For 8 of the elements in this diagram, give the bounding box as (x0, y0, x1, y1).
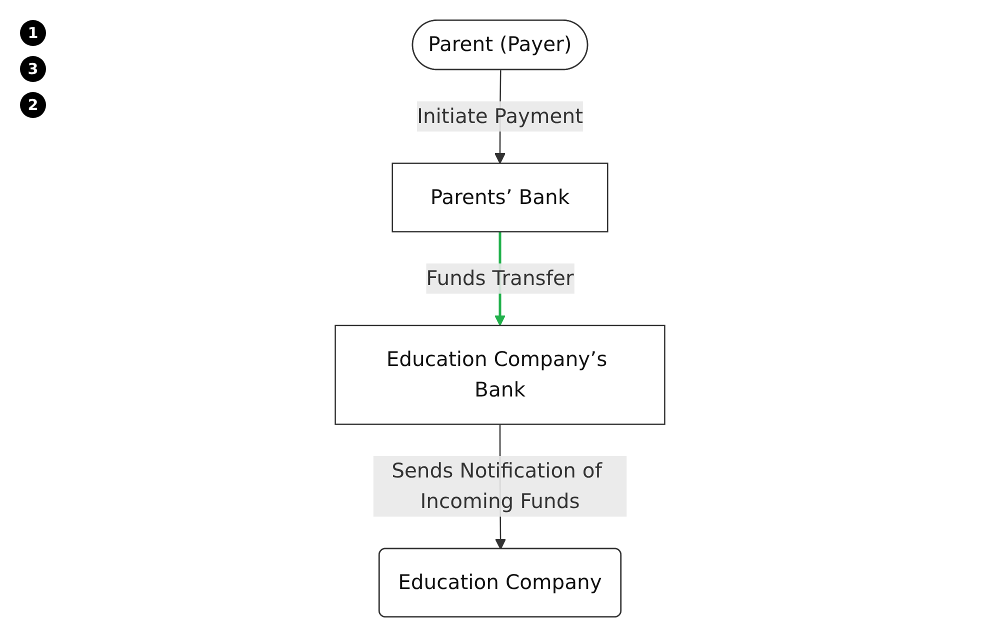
edge-label: Initiate Payment (416, 104, 584, 128)
edge-label: Sends Notification of Incoming Funds (392, 458, 602, 513)
callout-number: 2 (20, 92, 46, 118)
callout-number: 1 (20, 20, 46, 46)
node-box: Parents’ Bank (392, 162, 608, 232)
callout-number: 3 (20, 56, 46, 82)
node-box: Education Company’s Bank (334, 324, 666, 425)
edge-label: Funds Transfer (426, 266, 574, 290)
